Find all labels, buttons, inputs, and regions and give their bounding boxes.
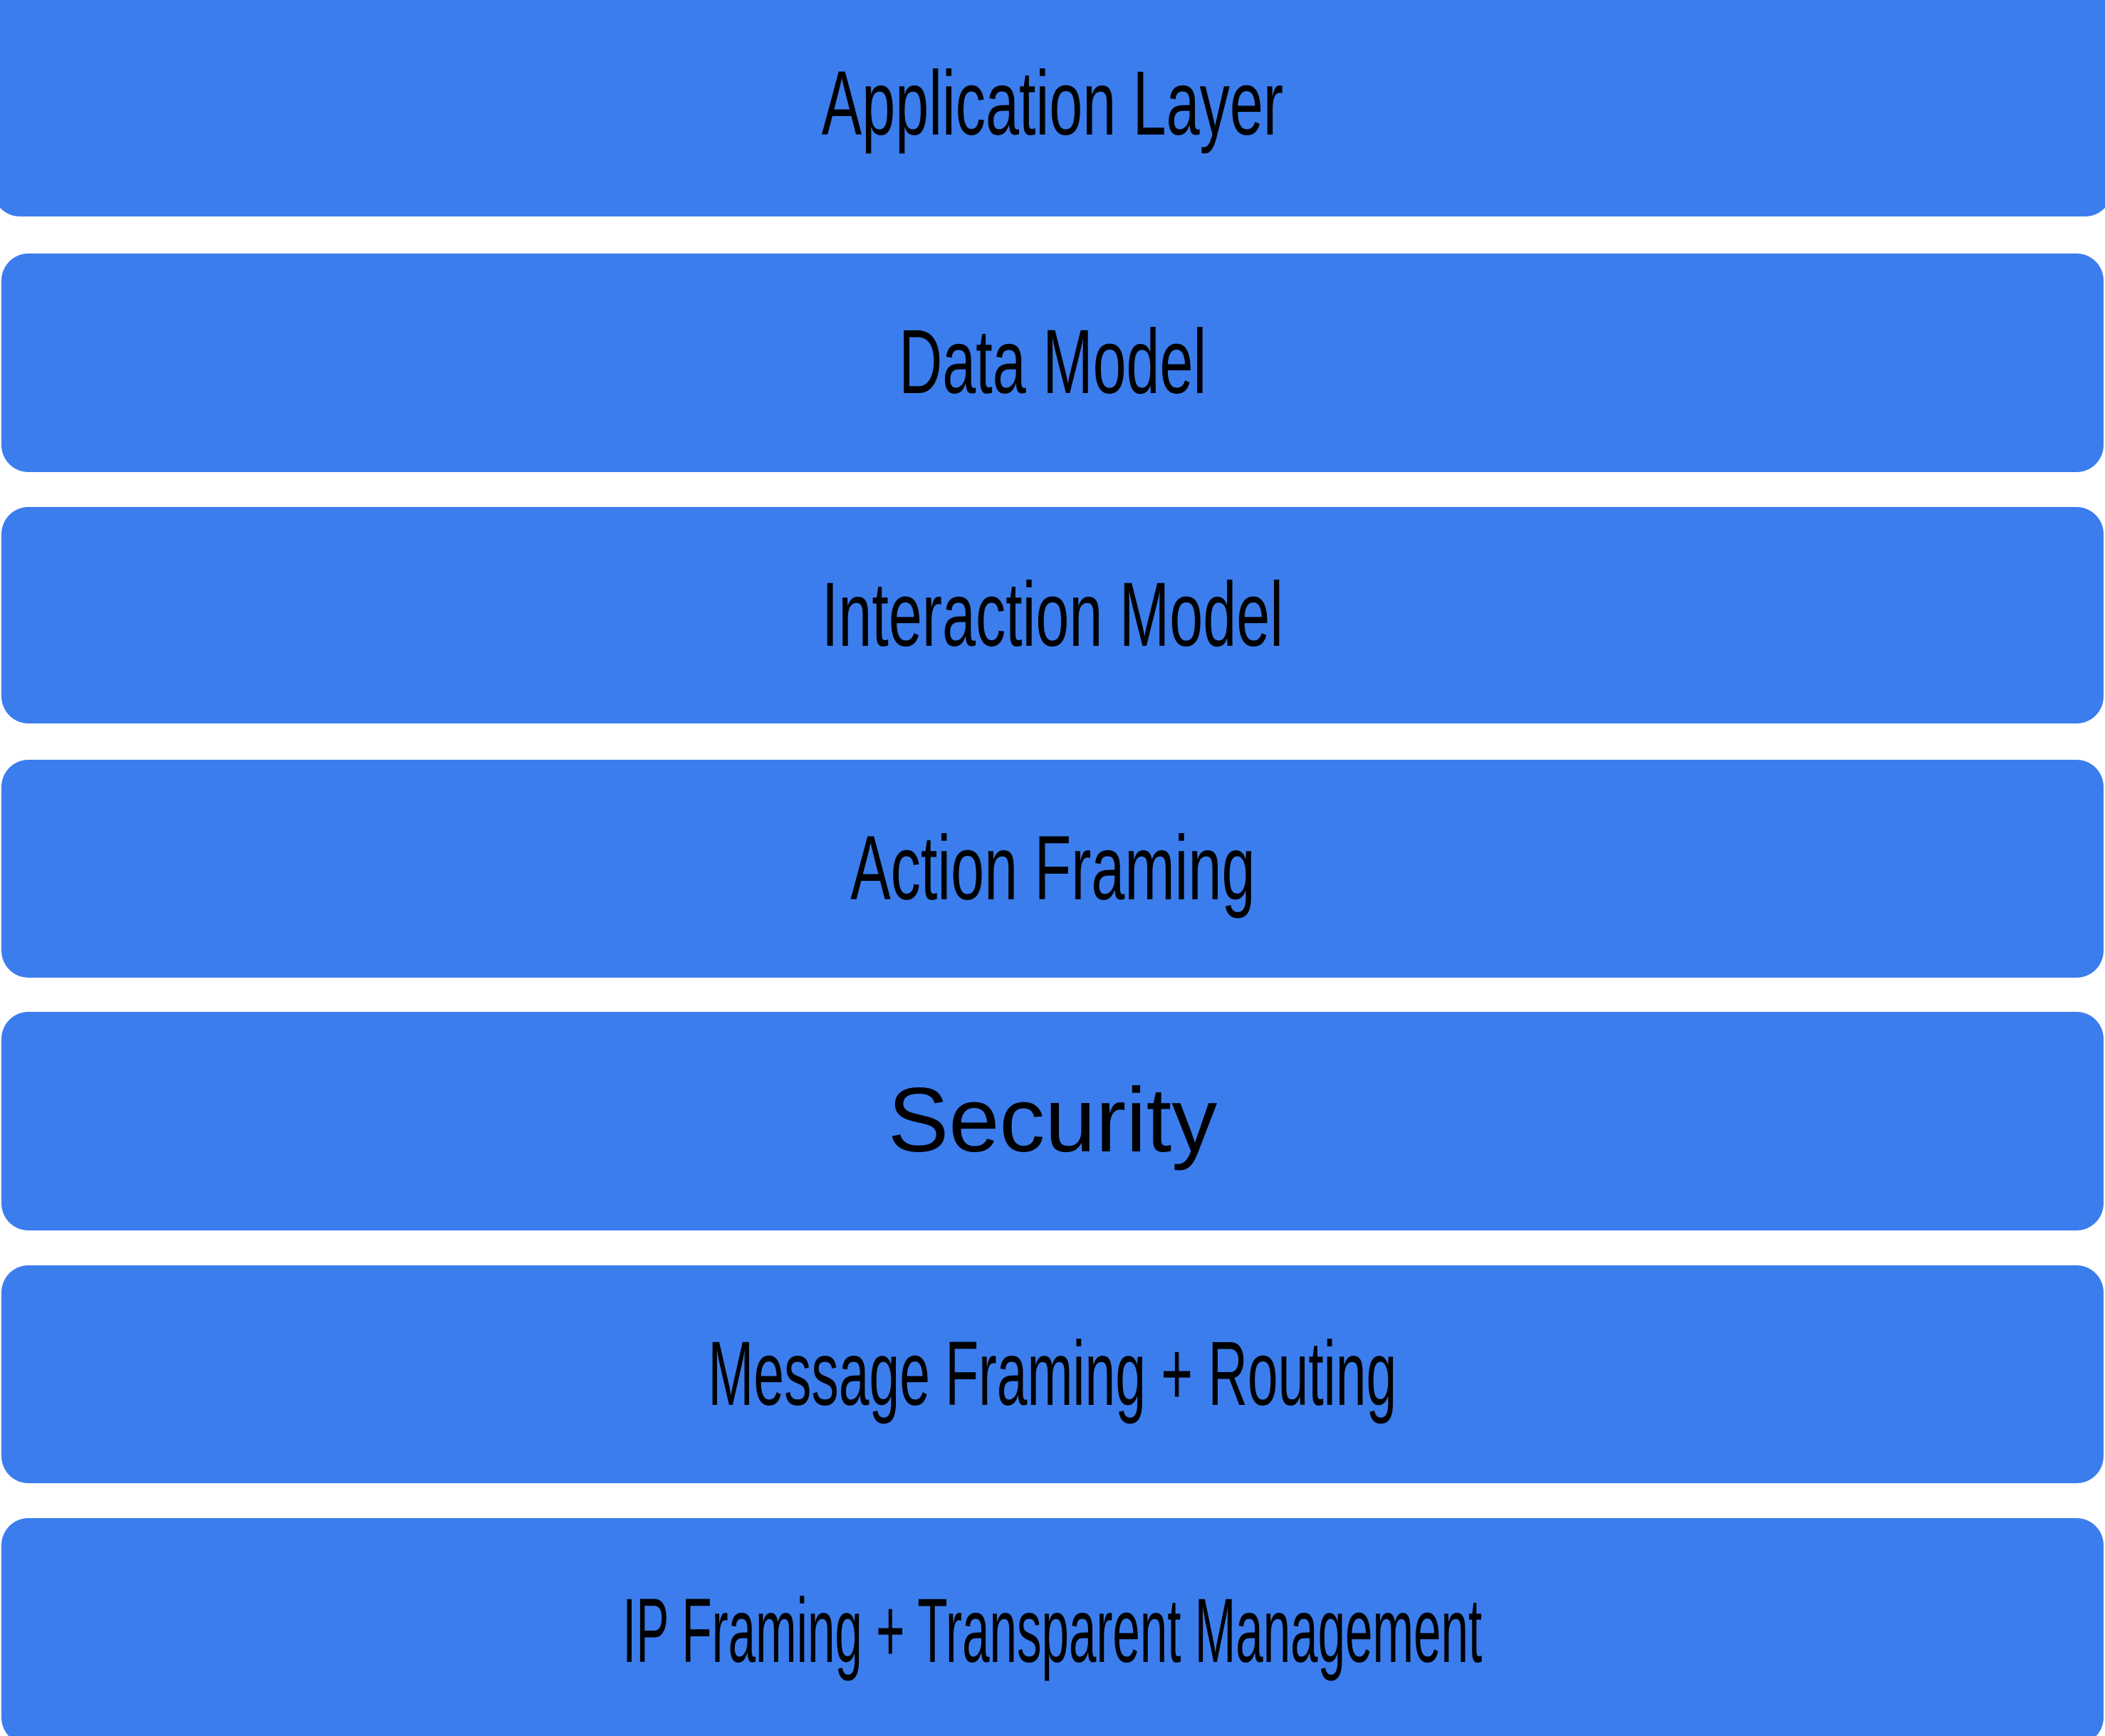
layer-label-interaction-model: Interaction Model [821,563,1284,666]
layer-bar-ip-framing-transparent-management[interactable]: IP Framing + Transparent Management [1,1518,2104,1736]
layer-label-action-framing: Action Framing [850,817,1255,919]
layer-label-ip-framing-transparent-management: IP Framing + Transparent Management [622,1579,1483,1682]
layer-label-security: Security [887,1070,1218,1172]
layer-label-application-layer: Application Layer [821,52,1284,155]
layer-label-message-framing-routing: Message Framing + Routing [708,1322,1397,1425]
layer-bar-application-layer[interactable]: Application Layer [0,0,2105,216]
layer-bar-message-framing-routing[interactable]: Message Framing + Routing [1,1265,2104,1483]
layer-bar-action-framing[interactable]: Action Framing [1,760,2104,978]
layer-label-data-model: Data Model [898,311,1207,414]
layer-bar-security[interactable]: Security [1,1012,2104,1230]
layer-bar-data-model[interactable]: Data Model [1,253,2104,472]
layer-bar-interaction-model[interactable]: Interaction Model [1,507,2104,723]
